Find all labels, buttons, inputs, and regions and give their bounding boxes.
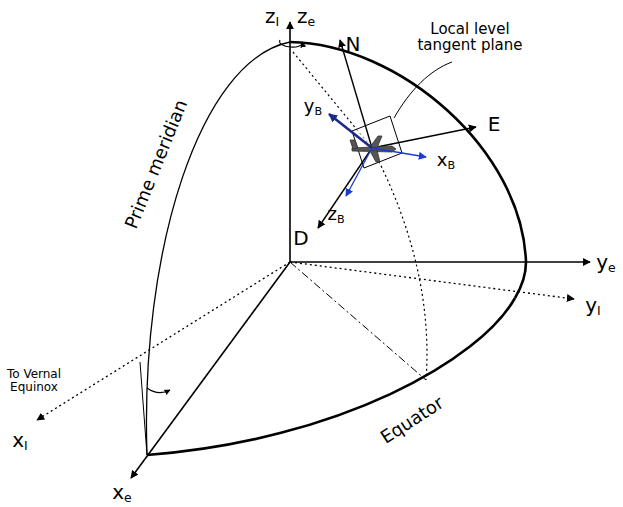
- axis-label: zB: [327, 205, 344, 224]
- annotation-label: E: [488, 114, 501, 135]
- axis-label: xe: [112, 482, 131, 503]
- annotation-label: To Vernal Equinox: [5, 368, 63, 393]
- axis-label: ye: [596, 252, 615, 273]
- tangent-plane: [352, 116, 402, 168]
- annotation-label: Equator: [377, 393, 447, 447]
- xb-axis: [372, 148, 426, 157]
- ye-axis: [290, 261, 590, 263]
- d-arrow: [318, 148, 372, 228]
- zb-axis: [346, 148, 372, 196]
- projection-line: [140, 362, 147, 455]
- axis-label: xI: [12, 430, 28, 451]
- axis-label: ze: [297, 6, 315, 27]
- z-axis: [289, 22, 291, 262]
- aircraft-icon: [350, 136, 396, 162]
- yb-axis: [329, 114, 372, 148]
- equator-radius: [290, 262, 426, 380]
- leader-line: [394, 62, 452, 118]
- axis-label: yI: [585, 295, 601, 316]
- rotation-arc: [280, 40, 302, 47]
- equator-curve: [147, 298, 515, 455]
- xi-axis: [37, 262, 290, 420]
- axis-label: yB: [304, 97, 322, 116]
- angle-arc: [147, 388, 170, 393]
- axis-label: xB: [437, 151, 455, 170]
- annotation-label: N: [346, 34, 361, 55]
- axis-label: zI: [265, 6, 279, 27]
- annotation-label: Local level tangent plane: [414, 22, 526, 54]
- annotation-label: Prime meridian: [123, 97, 192, 231]
- xe-axis: [131, 262, 290, 478]
- n-arrow: [340, 40, 372, 148]
- annotation-label: D: [293, 228, 308, 249]
- yi-axis: [290, 262, 574, 299]
- e-arrow: [372, 127, 476, 148]
- prime-meridian-curve: [146, 42, 290, 455]
- sphere-boundary: [290, 42, 526, 298]
- local-meridian: [372, 148, 427, 380]
